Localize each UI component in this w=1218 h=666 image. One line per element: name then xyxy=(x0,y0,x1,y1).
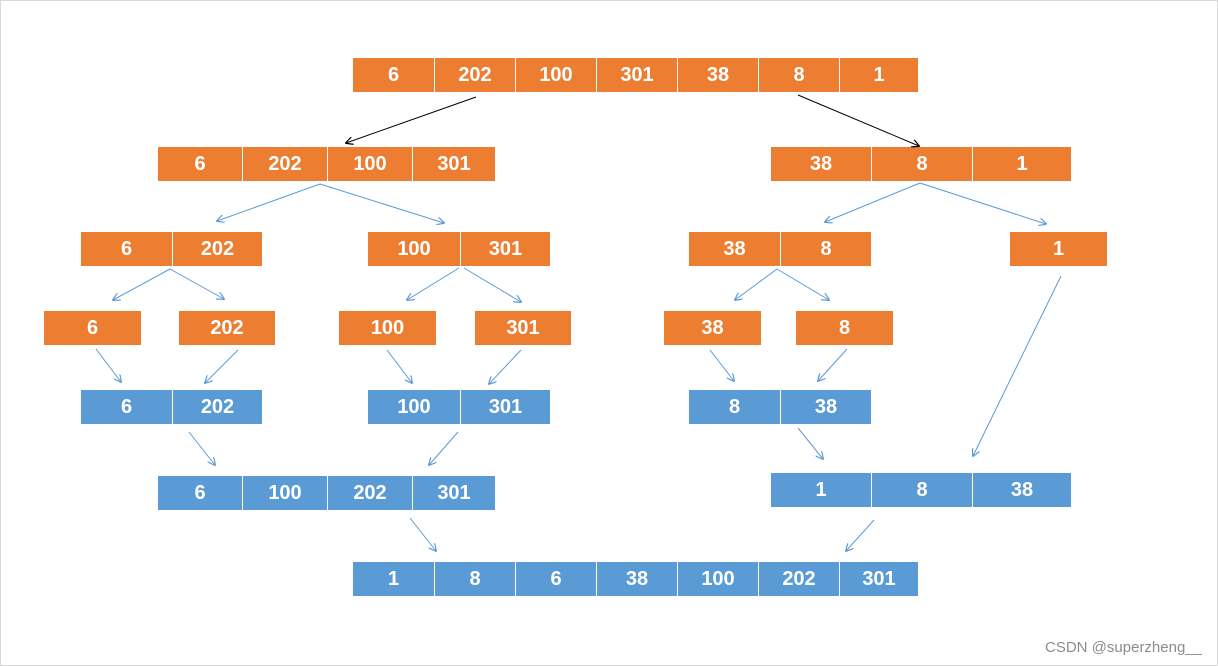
array-row-merged-c: 8 38 xyxy=(689,390,871,424)
array-cell: 8 xyxy=(434,562,515,596)
array-row-single: 8 xyxy=(796,311,893,345)
watermark: CSDN @superzheng__ xyxy=(1045,639,1202,656)
array-cell: 8 xyxy=(780,232,871,266)
array-cell: 202 xyxy=(327,476,412,510)
array-cell: 38 xyxy=(677,58,758,92)
array-row-merged-right: 1 8 38 xyxy=(771,473,1071,507)
array-cell: 8 xyxy=(796,311,893,345)
array-cell: 100 xyxy=(677,562,758,596)
array-row-right-half: 38 8 1 xyxy=(771,147,1071,181)
array-cell: 8 xyxy=(871,147,972,181)
array-cell: 202 xyxy=(172,232,262,266)
array-cell: 8 xyxy=(871,473,972,507)
array-cell: 100 xyxy=(242,476,327,510)
array-cell: 301 xyxy=(839,562,918,596)
array-cell: 6 xyxy=(81,232,172,266)
array-cell: 38 xyxy=(972,473,1071,507)
array-cell: 100 xyxy=(339,311,436,345)
array-cell: 301 xyxy=(412,147,495,181)
array-cell: 1 xyxy=(839,58,918,92)
array-cell: 100 xyxy=(327,147,412,181)
array-row-split-a: 6 202 xyxy=(81,232,262,266)
array-cell: 6 xyxy=(158,476,242,510)
array-cell: 202 xyxy=(434,58,515,92)
array-cell: 202 xyxy=(172,390,262,424)
array-cell: 301 xyxy=(460,232,550,266)
array-row-single: 6 xyxy=(44,311,141,345)
array-cell: 1 xyxy=(771,473,871,507)
array-cell: 202 xyxy=(758,562,839,596)
array-cell: 100 xyxy=(368,390,460,424)
array-row-split-b: 100 301 xyxy=(368,232,550,266)
array-cell: 6 xyxy=(353,58,434,92)
array-cell: 100 xyxy=(368,232,460,266)
array-cell: 6 xyxy=(81,390,172,424)
array-row-merged-b: 100 301 xyxy=(368,390,550,424)
array-cell: 1 xyxy=(972,147,1071,181)
array-row-split-c: 38 8 xyxy=(689,232,871,266)
array-cell: 8 xyxy=(689,390,780,424)
array-cell: 38 xyxy=(689,232,780,266)
array-cell: 6 xyxy=(515,562,596,596)
array-cell: 38 xyxy=(780,390,871,424)
array-cell: 202 xyxy=(242,147,327,181)
array-cell: 301 xyxy=(460,390,550,424)
array-cell: 8 xyxy=(758,58,839,92)
array-row-split-d: 1 xyxy=(1010,232,1107,266)
array-cell: 38 xyxy=(771,147,871,181)
array-row-single: 38 xyxy=(664,311,761,345)
array-row-full-unsorted: 6 202 100 301 38 8 1 xyxy=(353,58,918,92)
array-row-single: 301 xyxy=(475,311,571,345)
array-cell: 38 xyxy=(664,311,761,345)
array-row-final: 1 8 6 38 100 202 301 xyxy=(353,562,918,596)
array-cell: 202 xyxy=(179,311,275,345)
array-cell: 38 xyxy=(596,562,677,596)
array-cell: 301 xyxy=(475,311,571,345)
array-cell: 1 xyxy=(353,562,434,596)
array-row-merged-left: 6 100 202 301 xyxy=(158,476,495,510)
array-cell: 301 xyxy=(596,58,677,92)
array-row-single: 100 xyxy=(339,311,436,345)
array-cell: 1 xyxy=(1010,232,1107,266)
array-cell: 100 xyxy=(515,58,596,92)
array-cell: 6 xyxy=(44,311,141,345)
array-row-left-half: 6 202 100 301 xyxy=(158,147,495,181)
array-cell: 301 xyxy=(412,476,495,510)
array-row-single: 202 xyxy=(179,311,275,345)
array-row-merged-a: 6 202 xyxy=(81,390,262,424)
array-cell: 6 xyxy=(158,147,242,181)
